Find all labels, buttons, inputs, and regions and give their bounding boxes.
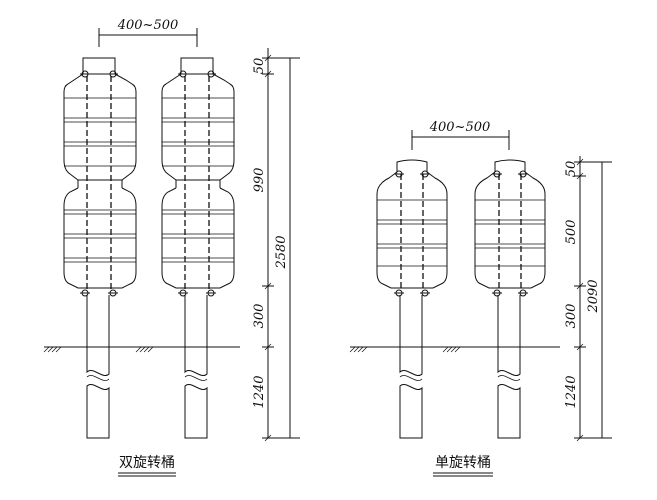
left-dim-below-ground: 1240 (252, 375, 267, 408)
barrel-cap (82, 57, 116, 75)
left-spacing-label: 400~500 (117, 18, 179, 33)
left-dim-cap: 50 (252, 58, 267, 75)
left-dim-above-ground: 300 (252, 304, 267, 329)
left-barrel-unit-2 (161, 57, 235, 439)
right-spacing-label: 400~500 (429, 120, 491, 135)
right-dim-total: 2090 (586, 279, 601, 313)
right-vertical-dimensions: 50 500 300 1240 2090 (564, 156, 612, 442)
right-dim-above-ground: 300 (564, 304, 579, 329)
right-dim-barrel: 500 (564, 220, 579, 245)
right-drawing-title: 单旋转桶 (435, 455, 491, 471)
left-drawing: 400~500 50 990 300 1240 2580 双旋转桶 (43, 18, 300, 477)
right-dim-below-ground: 1240 (564, 375, 579, 408)
right-spacing-dimension: 400~500 (411, 120, 510, 150)
right-drawing: 400~500 50 500 300 1240 2090 单旋转桶 (349, 120, 612, 477)
left-vertical-dimensions: 50 990 300 1240 2580 (252, 48, 300, 442)
right-barrel-unit-1 (376, 159, 448, 439)
left-dim-barrel: 990 (252, 168, 267, 193)
left-spacing-dimension: 400~500 (98, 18, 198, 47)
left-barrel-unit-1 (63, 57, 137, 439)
left-drawing-title: 双旋转桶 (119, 455, 175, 471)
right-barrel-unit-2 (474, 159, 546, 439)
right-dim-cap: 50 (564, 161, 579, 178)
left-dim-total: 2580 (274, 235, 289, 269)
